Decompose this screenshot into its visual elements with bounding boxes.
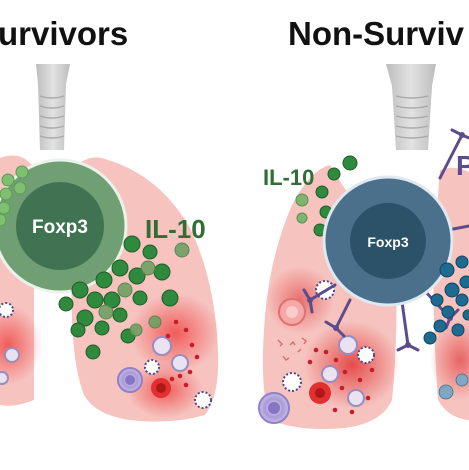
right-cut-label: P xyxy=(456,150,469,181)
left-immune-cells xyxy=(0,302,212,409)
right-blue-dots xyxy=(423,255,469,345)
right-il10-label: IL-10 xyxy=(263,165,314,190)
non-survivors-title: Non-Surviv xyxy=(288,15,465,52)
left-trachea xyxy=(36,64,70,150)
left-panel: urvivors xyxy=(0,15,220,422)
right-immune-cells xyxy=(258,280,469,424)
right-foxp3-label: Foxp3 xyxy=(367,234,408,250)
left-foxp3-label: Foxp3 xyxy=(32,217,88,238)
left-treg-cell: Foxp3 xyxy=(0,158,128,294)
right-panel: Non-Surviv xyxy=(258,15,469,429)
left-il10-dots xyxy=(58,235,190,360)
right-trachea xyxy=(386,64,436,150)
survivors-title: urvivors xyxy=(0,15,128,52)
left-il10-label: IL-10 xyxy=(145,214,206,244)
